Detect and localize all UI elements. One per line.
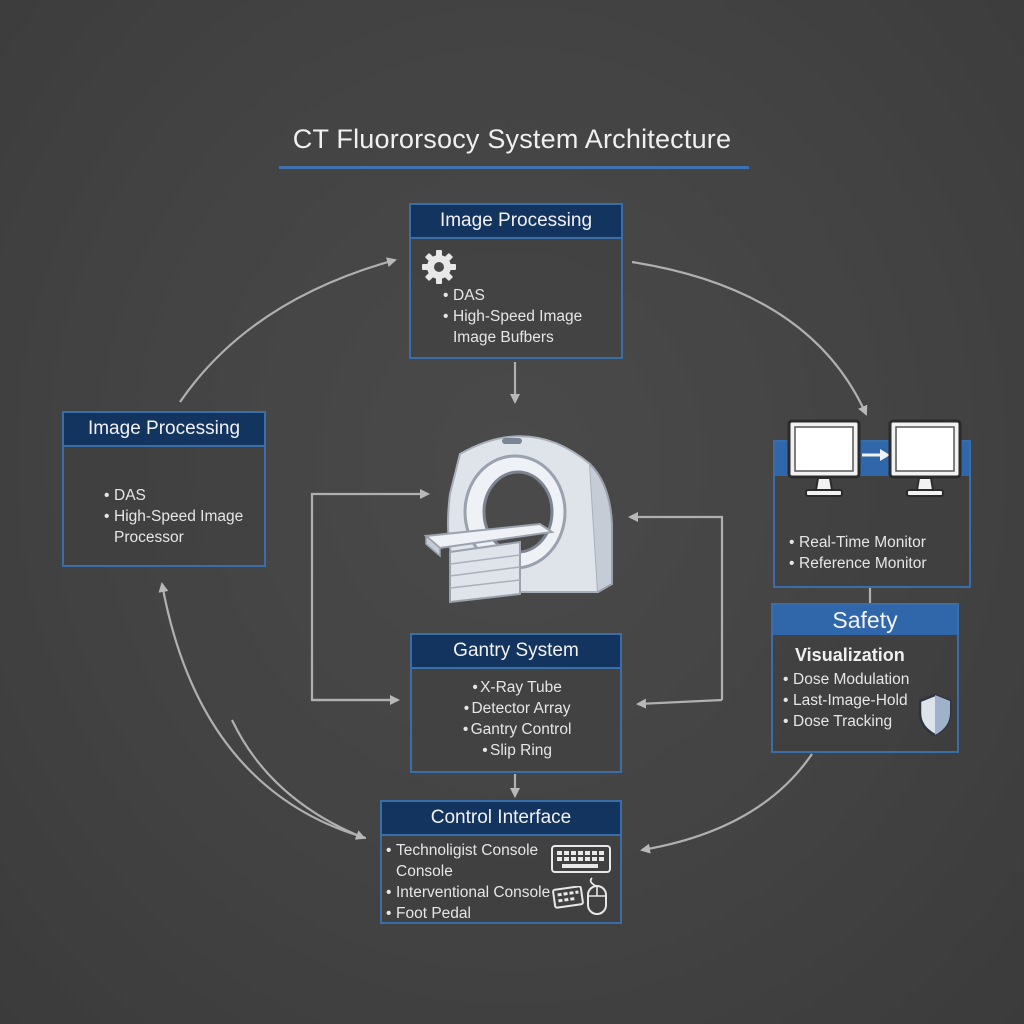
list-item: •Slip Ring [482,742,553,759]
mouse-icon [587,877,607,915]
list-item: •Last-Image-Hold [783,692,908,709]
ct-scanner-icon [423,435,613,604]
list-item: •DAS [104,487,146,504]
gear-icon [422,250,456,284]
list-item: Processor [114,529,184,546]
top-box-header: Image Processing [411,205,621,239]
title-underline [279,166,749,169]
keyboard-icon [551,845,611,873]
keyboard-icon [552,886,584,909]
control-interface-box[interactable]: Control Interface •Technoligist Console … [380,800,622,924]
list-item: •DAS [443,287,485,304]
list-item: •Detector Array [463,700,571,717]
list-item: •Reference Monitor [789,555,927,572]
list-item: •Real-Time Monitor [789,534,926,551]
list-item: •Interventional Console [386,884,551,901]
control-box-header: Control Interface [382,802,620,836]
arrow-top-to-monitors [631,260,868,416]
safety-subheader: Visualization [795,645,905,665]
left-image-processing-box[interactable]: Image Processing •DAS •High-Speed Image … [62,411,266,567]
safety-box[interactable]: Safety Visualization •Dose Modulation •L… [771,603,959,753]
arrow-control-to-left [158,582,367,840]
list-item: •Dose Tracking [783,713,893,730]
monitor-icon [787,419,861,497]
list-item: Console [396,863,453,880]
gantry-box-header: Gantry System [412,635,620,669]
list-item: •X-Ray Tube [472,679,562,696]
safety-header: Safety [773,605,957,635]
list-item: •Technoligist Console [386,842,539,859]
arrow-left-to-top [179,257,397,403]
shield-icon [918,693,952,737]
list-item: •High-Speed Image [104,508,244,525]
list-item: Image Bufbers [453,329,554,346]
gantry-system-box[interactable]: Gantry System •X-Ray Tube •Detector Arra… [410,633,622,773]
arrow-right-loop-to-gantry [636,698,723,709]
list-item: •Dose Modulation [783,671,910,688]
top-image-processing-box[interactable]: Image Processing •DAS •High-Speed Image … [409,203,623,359]
arrow-left-to-control [231,719,366,840]
page-title: CT Fluororsocy System Architecture [292,124,732,154]
list-item: •Foot Pedal [386,905,471,922]
monitor-icon [888,419,962,497]
arrow-right-loop-to-scanner [628,512,724,700]
arrow-safety-to-control [640,753,813,854]
left-box-header: Image Processing [64,413,264,447]
arrow-right-icon [862,449,890,461]
list-item: •Gantry Control [462,721,572,738]
list-item: •High-Speed Image [443,308,583,325]
